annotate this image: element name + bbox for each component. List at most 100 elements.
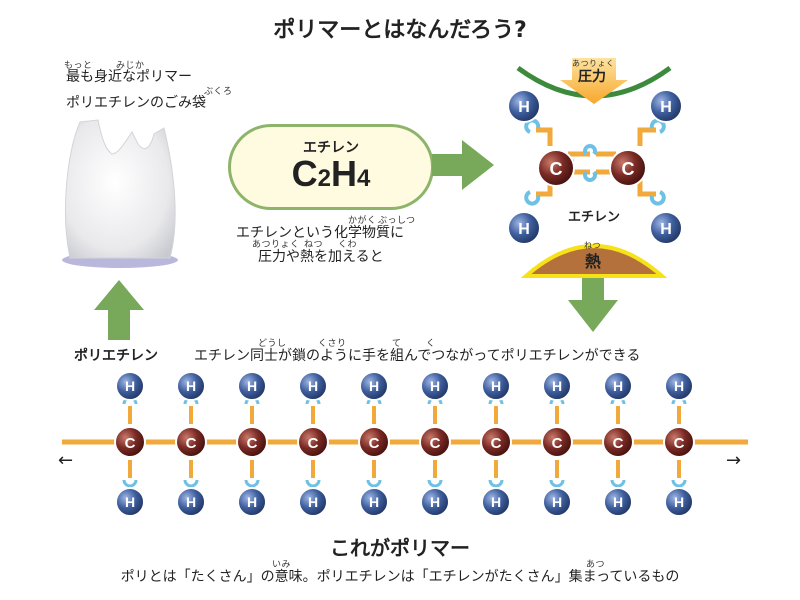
carbon-symbol: C (550, 159, 563, 179)
chain-continues-right-icon: → (726, 450, 742, 471)
hydrogen-atom (115, 371, 145, 401)
formula-h-subscript: 4 (357, 165, 371, 192)
carbon-atom (480, 426, 512, 458)
hydrogen-atom (420, 371, 450, 401)
ruby-heat: ねつ (584, 241, 601, 250)
ethylene-formula-box: エチレン C2H4 (228, 124, 434, 210)
ruby-atsu: あつ (586, 560, 606, 570)
hydrogen-symbol: H (613, 494, 623, 510)
hydrogen-symbol: H (491, 494, 501, 510)
reaction-diagram: H H H H C C (507, 58, 683, 278)
chain-unit: HHC (480, 371, 512, 517)
ruby-pressure: あつりょく (572, 59, 615, 68)
carbon-atom (609, 149, 647, 187)
hydrogen-atom (603, 487, 633, 517)
heat-label: 熱 (584, 252, 601, 271)
formula-c-subscript: 2 (317, 165, 331, 192)
chain-unit: H H C (236, 371, 268, 517)
hydrogen-symbol: H (660, 221, 672, 238)
process-text-line1: エチレンという化学物質に (236, 225, 404, 241)
hydrogen-symbol: H (674, 378, 684, 394)
carbon-symbol: C (430, 435, 441, 452)
bond-hook-down (427, 479, 443, 488)
hydrogen-atom (359, 371, 389, 401)
ruby-bukuro: ぶくろ (204, 87, 233, 97)
bond-hook-down (488, 479, 504, 488)
formula-c: C (291, 153, 318, 194)
polyethylene-label: ポリエチレン (74, 348, 158, 364)
ruby-te: て (392, 339, 402, 349)
bond-hook-down (549, 479, 565, 488)
ruby-mijika: みじか (116, 61, 145, 71)
hydrogen-symbol: H (369, 494, 379, 510)
hydrogen-symbol: H (125, 378, 135, 394)
hydrogen-atom (359, 487, 389, 517)
hydrogen-atom (481, 487, 511, 517)
carbon-symbol: C (622, 159, 635, 179)
chain-unit: H H C (358, 371, 390, 517)
ruby-imi: いみ (272, 560, 292, 570)
hydrogen-atom (603, 371, 633, 401)
hydrogen-atom (507, 211, 541, 245)
hydrogen-symbol: H (308, 494, 318, 510)
hydrogen-symbol: H (518, 99, 530, 116)
hydrogen-atom (237, 487, 267, 517)
bond-hook-down (366, 479, 382, 488)
carbon-atom (297, 426, 329, 458)
carbon-symbol: C (369, 435, 380, 452)
polymer-definition: ポリとは「たくさん」の意味。ポリエチレンは「エチレンがたくさん」集まっているもの (120, 569, 680, 585)
hydrogen-symbol: H (552, 378, 562, 394)
hydrogen-symbol: H (247, 378, 257, 394)
hydrogen-atom (507, 89, 541, 123)
hydrogen-atom (542, 371, 572, 401)
hydrogen-atom (649, 211, 683, 245)
chain-unit: HHC (297, 371, 329, 517)
arrow-down-icon (568, 272, 618, 332)
ruby-motto: もっと (64, 61, 93, 71)
chain-unit: HHC (419, 371, 451, 517)
chain-continues-left-icon: ← (58, 450, 74, 471)
hydrogen-symbol: H (125, 494, 135, 510)
bond-hook-down (244, 479, 260, 488)
carbon-atom (602, 426, 634, 458)
hydrogen-symbol: H (552, 494, 562, 510)
hydrogen-symbol: H (491, 378, 501, 394)
carbon-atom (236, 426, 268, 458)
hydrogen-symbol: H (186, 494, 196, 510)
hydrogen-atom (176, 371, 206, 401)
ruby-busshitsu: ぶっしつ (378, 216, 416, 226)
hydrogen-symbol: H (674, 494, 684, 510)
bag-caption-line2: ポリエチレンのごみ袋 (66, 95, 206, 111)
hydrogen-atom (542, 487, 572, 517)
carbon-atom (419, 426, 451, 458)
ruby-kagaku: かがく (348, 216, 377, 226)
formula-h: H (331, 153, 357, 194)
bond-hook-down (305, 479, 321, 488)
bag-body (64, 119, 176, 259)
carbon-symbol: C (613, 435, 624, 452)
hydrogen-atom (176, 487, 206, 517)
ruby-kuwa: くわ (338, 240, 358, 250)
carbon-symbol: C (552, 435, 563, 452)
polymer-heading: これがポリマー (330, 536, 470, 560)
ruby-doushi: どうし (258, 339, 287, 349)
carbon-symbol: C (247, 435, 258, 452)
reaction-bonds-blue (524, 118, 666, 206)
chain-unit: HHC (602, 371, 634, 517)
hydrogen-atom (664, 371, 694, 401)
bond-hook-down (183, 479, 199, 488)
hydrogen-symbol: H (247, 494, 257, 510)
carbon-atom (541, 426, 573, 458)
carbon-symbol: C (125, 435, 136, 452)
pressure-arrow-icon (560, 58, 628, 104)
hydrogen-atom (420, 487, 450, 517)
hydrogen-atom (664, 487, 694, 517)
bond-hook-down (671, 479, 687, 488)
ruby-kusari: くさり (318, 339, 347, 349)
hydrogen-symbol: H (369, 378, 379, 394)
chain-unit: H H C (114, 371, 146, 517)
pressure-label: 圧力 (578, 69, 606, 85)
hydrogen-symbol: H (308, 378, 318, 394)
carbon-symbol: C (674, 435, 685, 452)
